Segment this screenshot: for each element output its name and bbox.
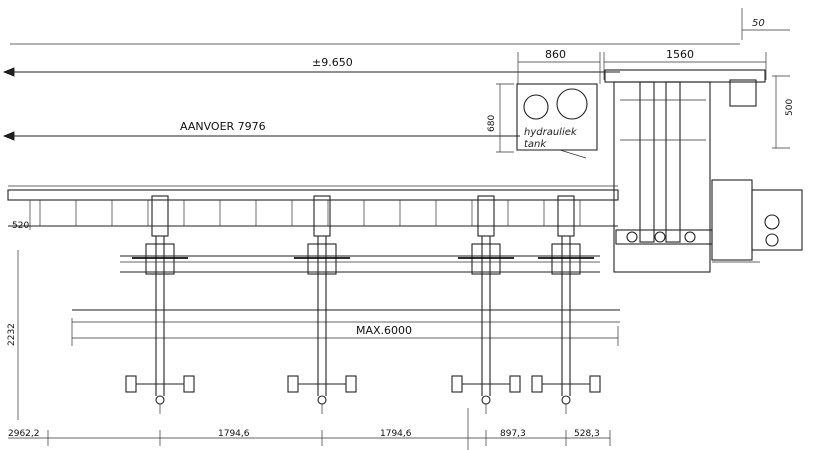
corner-ref-label: 50: [752, 18, 765, 29]
unit-pivot: [481, 395, 491, 405]
rail-posts: [39, 200, 581, 226]
unit-gearbox: [307, 243, 337, 275]
lift-unit: [531, 195, 601, 414]
total-length-dimension: ±9.650: [2, 43, 740, 77]
conveyor-rail: 520: [7, 185, 619, 231]
unit-foot-left: [451, 375, 463, 393]
vertical-dimension: 2232: [7, 250, 19, 420]
drive-shaft: [120, 255, 600, 273]
unit-foot-right: [345, 375, 357, 393]
total-length-label: ±9.650: [312, 56, 353, 69]
spacing-dimension-chain: 2962,2 1794,6 1794,6 897,3 528,3: [8, 408, 611, 450]
spacing-4-label: 528,3: [574, 429, 600, 439]
lift-units: [125, 195, 601, 414]
unit-foot-right: [183, 375, 195, 393]
unit-gearbox: [471, 243, 501, 275]
unit-foot-left: [531, 375, 543, 393]
frame-width-label: 1560: [666, 48, 694, 61]
lift-unit: [451, 195, 521, 414]
vertical-label: 2232: [7, 323, 17, 346]
tank-label-line1: hydrauliek: [524, 127, 578, 138]
press-frame: [604, 69, 803, 273]
unit-head: [477, 195, 495, 237]
unit-head: [313, 195, 331, 237]
tank-height-label: 680: [487, 115, 497, 132]
control-box: 500: [729, 75, 795, 149]
unit-gearbox: [551, 243, 581, 275]
tank-width-label: 860: [545, 48, 566, 61]
hydraulic-tank: hydrauliek tank 680: [487, 83, 598, 159]
box-height-label: 500: [785, 99, 795, 116]
tank-label-line2: tank: [524, 139, 547, 150]
feeder-label: AANVOER 7976: [180, 120, 266, 133]
spacing-2-label: 1794,6: [380, 429, 412, 439]
unit-pivot: [317, 395, 327, 405]
unit-foot-left: [125, 375, 137, 393]
corner-reference: 50: [741, 8, 790, 40]
tank-width-dimension: 860: [517, 48, 601, 84]
unit-head: [151, 195, 169, 237]
max-length-label: MAX.6000: [356, 324, 412, 337]
max-length-dimension: MAX.6000: [71, 309, 620, 346]
unit-foot-right: [509, 375, 521, 393]
left-height-label: 520: [12, 221, 29, 231]
spacing-3-label: 897,3: [500, 429, 526, 439]
unit-pivot: [561, 395, 571, 405]
unit-pivot: [155, 395, 165, 405]
unit-foot-right: [589, 375, 601, 393]
lift-unit: [125, 195, 195, 414]
unit-head: [557, 195, 575, 237]
unit-foot-left: [287, 375, 299, 393]
lift-unit: [287, 195, 357, 414]
spacing-1-label: 1794,6: [218, 429, 250, 439]
feeder-dimension: AANVOER 7976: [2, 120, 520, 141]
frame-width-dimension: 1560: [603, 48, 767, 80]
bottom-left-label: 2962,2: [8, 429, 40, 439]
unit-gearbox: [145, 243, 175, 275]
